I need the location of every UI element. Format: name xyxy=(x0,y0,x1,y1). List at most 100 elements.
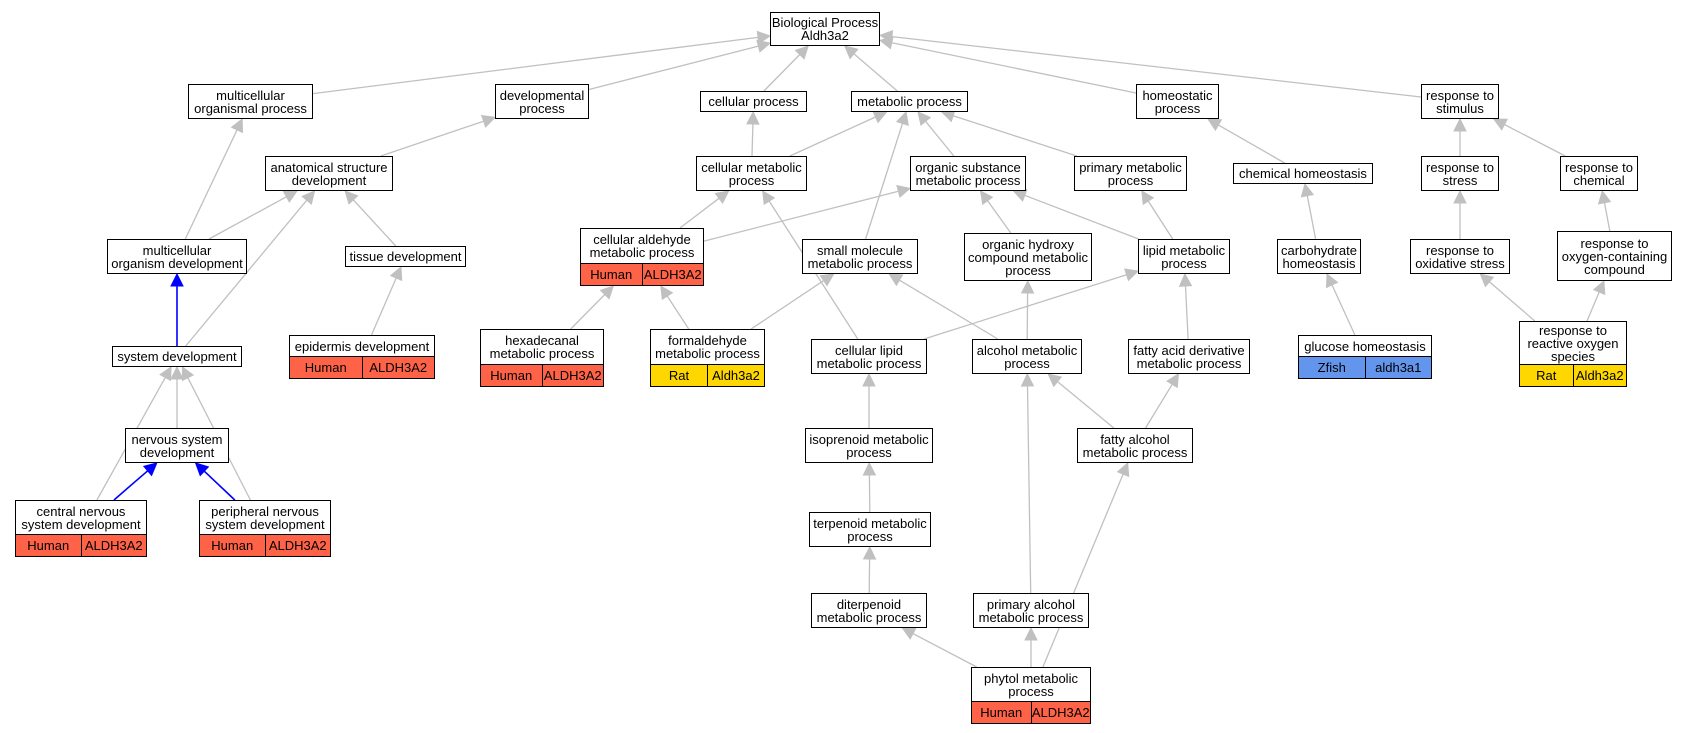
arrowhead-icon xyxy=(1207,118,1223,132)
arrowhead-icon xyxy=(660,285,674,301)
edge-line xyxy=(184,129,238,240)
go-term-node[interactable]: system development xyxy=(112,346,242,367)
go-term-label-line: response to xyxy=(1565,159,1633,175)
arrowhead-icon xyxy=(230,117,244,134)
gene-label: ALDH3A2 xyxy=(541,365,604,386)
go-term-label-line: multicellular xyxy=(216,87,285,103)
go-term-label-line: process xyxy=(1004,355,1050,371)
go-term-label-line: metabolic process xyxy=(489,346,595,361)
arrowhead-icon xyxy=(194,462,210,477)
arrowhead-icon xyxy=(1024,626,1038,641)
arrowhead-icon xyxy=(862,372,876,387)
arrowhead-icon xyxy=(599,285,615,300)
edge-line xyxy=(370,277,397,336)
arrowhead-icon xyxy=(1166,373,1179,389)
edge-line xyxy=(1057,381,1115,429)
go-term-label-line: response to xyxy=(1426,87,1494,103)
go-term-label-line: anatomical structure xyxy=(270,159,388,175)
go-term-label-line: metabolic process xyxy=(1136,355,1242,371)
go-term-label-line: chemical xyxy=(1573,172,1625,188)
go-term-node[interactable]: tissue development xyxy=(345,246,466,267)
edge-line xyxy=(1306,195,1317,240)
go-term-node[interactable]: cellular process xyxy=(700,91,807,112)
arrowhead-icon xyxy=(878,29,894,44)
edge-line xyxy=(703,190,899,242)
go-term-label-line: peripheral nervous xyxy=(211,503,319,519)
go-term-label-line: metabolic process xyxy=(978,609,1084,625)
arrowhead-icon xyxy=(819,273,835,287)
edge-line xyxy=(1147,200,1174,240)
gene-label: Aldh3a2 xyxy=(1572,365,1627,386)
go-term-label-line: developmental xyxy=(499,87,585,103)
gene-label: Aldh3a2 xyxy=(707,365,764,386)
arrowhead-icon xyxy=(170,365,184,380)
go-term-label-line: formaldehyde xyxy=(668,333,747,348)
go-term-node[interactable]: metabolic process xyxy=(851,91,968,112)
go-term-label: metabolic process xyxy=(851,91,968,112)
edge-line xyxy=(899,279,999,340)
arrowhead-icon xyxy=(301,190,316,206)
go-term-label-line: phytol metabolic xyxy=(984,670,1078,686)
go-term-label-line: metabolic process xyxy=(816,609,922,625)
go-term-node[interactable]: chemical homeostasis xyxy=(1233,163,1373,184)
go-term-label-line: hexadecanal xyxy=(505,333,579,348)
go-term-label-line: metabolic process xyxy=(816,355,922,371)
arrowhead-icon xyxy=(1479,273,1495,288)
arrowhead-icon xyxy=(896,184,912,199)
go-term-label-line: process xyxy=(846,444,892,460)
go-term-label-line: metabolic process xyxy=(655,346,760,361)
go-term-label-line: process xyxy=(1107,172,1154,188)
arrowhead-icon xyxy=(1141,190,1155,206)
go-term-label-line: cellular process xyxy=(708,94,799,109)
arrowhead-icon xyxy=(1453,117,1467,132)
go-term-label-line: system development xyxy=(117,349,237,364)
go-term-label-line: stimulus xyxy=(1436,100,1484,116)
go-term-label-line: development xyxy=(139,444,215,460)
go-term-label-line: small molecule xyxy=(817,242,903,258)
